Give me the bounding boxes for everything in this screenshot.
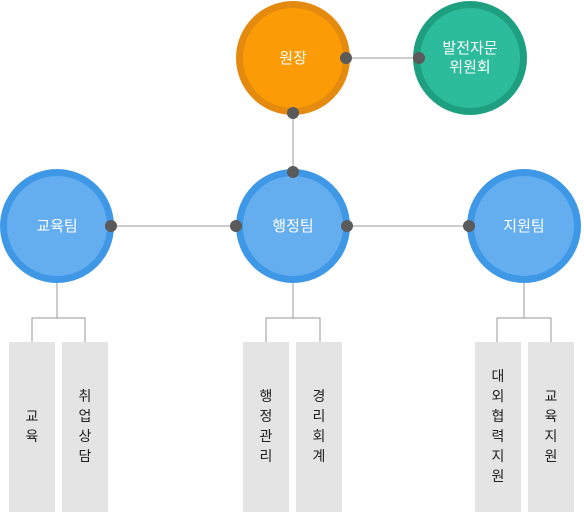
edu-team-node: 교육팀 (0, 169, 114, 283)
connector-dot (341, 220, 353, 232)
line-admin-branch (265, 283, 294, 342)
unit-box-external: 대외협력지원 (475, 342, 521, 512)
unit-box-job: 취업상담 (62, 342, 108, 512)
unit-label: 취업상담 (78, 389, 92, 465)
line-edu-branch-right (57, 317, 86, 342)
unit-box-accounting: 경리회계 (296, 342, 342, 512)
unit-box-edu: 교육 (9, 342, 55, 512)
unit-box-edu-support: 교육지원 (528, 342, 574, 512)
connector-dot (287, 107, 299, 119)
line-support-branch-right (524, 317, 552, 342)
connector-dot (463, 220, 475, 232)
line-edu-branch (31, 283, 58, 342)
unit-box-admin: 행정관리 (243, 342, 289, 512)
support-team-label: 지원팀 (503, 216, 545, 235)
director-node: 원장 (236, 1, 350, 115)
unit-label: 교육지원 (544, 389, 558, 465)
line-admin-branch-right (293, 317, 321, 342)
connector-dot (105, 220, 117, 232)
connector-dot (413, 52, 425, 64)
support-team-node: 지원팀 (467, 169, 581, 283)
advisory-node: 발전자문 위원회 (413, 1, 527, 115)
connector-dot (340, 52, 352, 64)
connector-dot (287, 166, 299, 178)
unit-label: 대외협력지원 (491, 369, 505, 485)
line-support-branch (496, 283, 525, 342)
admin-team-label: 행정팀 (272, 216, 314, 235)
unit-label: 경리회계 (312, 389, 326, 465)
admin-team-node: 행정팀 (236, 169, 350, 283)
advisory-label: 발전자문 위원회 (442, 39, 498, 76)
edu-team-label: 교육팀 (36, 216, 78, 235)
connector-dot (230, 220, 242, 232)
unit-label: 행정관리 (259, 389, 273, 465)
director-label: 원장 (279, 48, 307, 67)
unit-label: 교육 (25, 409, 39, 445)
